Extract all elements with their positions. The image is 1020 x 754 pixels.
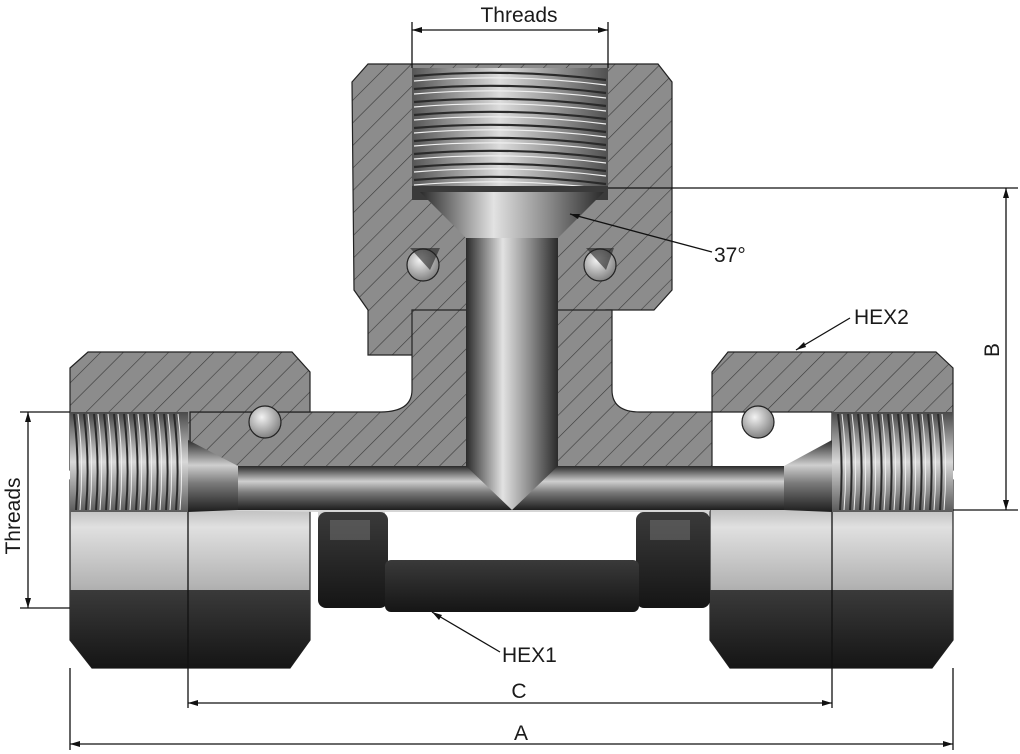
thread-ridge bbox=[877, 413, 883, 511]
thread-ridge bbox=[413, 175, 607, 186]
dimensions bbox=[20, 22, 1018, 750]
seal-balls bbox=[248, 248, 775, 439]
seal-ball bbox=[248, 405, 282, 439]
thread-highlight bbox=[871, 413, 877, 511]
thread-highlight bbox=[861, 413, 867, 511]
thread-ridge bbox=[173, 413, 179, 511]
thread-ridge bbox=[413, 71, 607, 82]
thread-ridge bbox=[413, 84, 607, 95]
thread-highlight bbox=[107, 413, 113, 511]
thread-ridge bbox=[887, 413, 893, 511]
thread-ridge bbox=[413, 110, 607, 121]
thread-ridge bbox=[413, 136, 607, 147]
angle-label: 37° bbox=[714, 244, 746, 267]
right-thread bbox=[832, 412, 953, 512]
dim-a-label: A bbox=[514, 722, 528, 745]
thread-highlight bbox=[891, 413, 897, 511]
thread-ridge bbox=[867, 413, 873, 511]
thread-highlight bbox=[177, 413, 183, 511]
thread-highlight bbox=[137, 413, 143, 511]
thread-highlight bbox=[413, 155, 607, 164]
thread-ridge bbox=[113, 413, 119, 511]
top-thread bbox=[412, 68, 608, 200]
thread-ridge bbox=[83, 413, 89, 511]
thread-ridge bbox=[847, 413, 853, 511]
thread-ridge bbox=[413, 162, 607, 173]
thread-highlight bbox=[117, 413, 123, 511]
seal-ball bbox=[741, 405, 775, 439]
thread-highlight bbox=[87, 413, 93, 511]
thread-highlight bbox=[911, 413, 917, 511]
thread-highlight bbox=[901, 413, 907, 511]
thread-highlight bbox=[931, 413, 937, 511]
thread-ridge bbox=[837, 413, 843, 511]
thread-highlight bbox=[157, 413, 163, 511]
thread-ridge bbox=[907, 413, 913, 511]
thread-ridge bbox=[163, 413, 169, 511]
threads-top-label: Threads bbox=[480, 4, 557, 27]
thread-ridge bbox=[937, 413, 943, 511]
thread-highlight bbox=[413, 129, 607, 138]
thread-highlight bbox=[97, 413, 103, 511]
hex1-label: HEX1 bbox=[502, 644, 557, 667]
thread-ridge bbox=[413, 97, 607, 108]
thread-highlight bbox=[413, 103, 607, 112]
threads-left-label: Threads bbox=[2, 477, 25, 554]
thread-ridge bbox=[133, 413, 139, 511]
hex1-body bbox=[385, 560, 639, 612]
thread-highlight bbox=[881, 413, 887, 511]
thread-ridge bbox=[897, 413, 903, 511]
dim-b-label: B bbox=[981, 343, 1004, 357]
thread-highlight bbox=[921, 413, 927, 511]
hex2-label: HEX2 bbox=[854, 306, 909, 329]
thread-highlight bbox=[77, 413, 83, 511]
thread-highlight bbox=[413, 90, 607, 99]
thread-ridge bbox=[917, 413, 923, 511]
thread-ridge bbox=[123, 413, 129, 511]
thread-ridge bbox=[143, 413, 149, 511]
thread-highlight bbox=[167, 413, 173, 511]
thread-ridge bbox=[857, 413, 863, 511]
thread-highlight bbox=[413, 77, 607, 86]
thread-highlight bbox=[941, 413, 947, 511]
labels: Threads Threads 37° HEX2 HEX1 B C A bbox=[2, 4, 1004, 745]
thread-ridge bbox=[927, 413, 933, 511]
thread-highlight bbox=[413, 142, 607, 151]
thread-ridge bbox=[103, 413, 109, 511]
thread-ridge bbox=[73, 413, 79, 511]
thread-highlight bbox=[413, 168, 607, 177]
dim-c-label: C bbox=[511, 680, 526, 703]
left-thread bbox=[70, 412, 188, 512]
thread-ridge bbox=[413, 149, 607, 160]
thread-highlight bbox=[851, 413, 857, 511]
thread-highlight bbox=[127, 413, 133, 511]
thread-highlight bbox=[413, 116, 607, 125]
thread-highlight bbox=[147, 413, 153, 511]
left-hex-flat bbox=[70, 590, 310, 668]
thread-ridge bbox=[413, 123, 607, 134]
thread-ridge bbox=[153, 413, 159, 511]
bores bbox=[188, 192, 832, 512]
thread-ridge bbox=[93, 413, 99, 511]
thread-highlight bbox=[841, 413, 847, 511]
